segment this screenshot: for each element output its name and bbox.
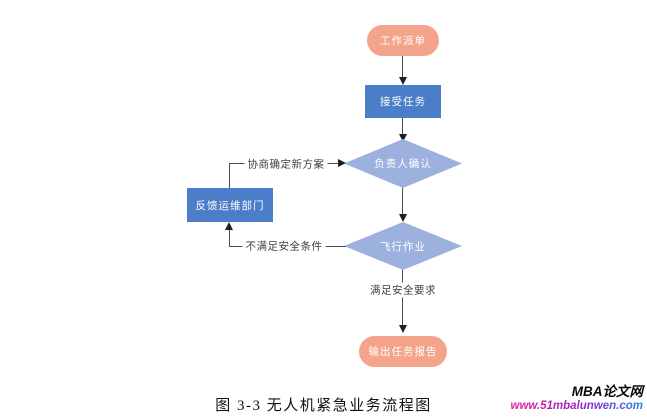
arrowhead-right-icon xyxy=(338,159,346,167)
node-work-dispatch: 工作派单 xyxy=(367,25,439,56)
connector-unsafe-vertical xyxy=(229,230,230,246)
connector-confirm-flight xyxy=(402,188,403,214)
arrowhead-down-icon xyxy=(399,77,407,85)
arrowhead-down-icon xyxy=(399,214,407,222)
connector-start-accept xyxy=(402,56,403,77)
decision-leader-confirm: 负责人确认 xyxy=(344,139,462,188)
watermark-url: www.51mbalunwen.com xyxy=(510,399,644,412)
edge-label-new-plan: 协商确定新方案 xyxy=(244,156,328,172)
arrowhead-up-icon xyxy=(225,222,233,230)
connector-feedback-up xyxy=(229,163,230,188)
node-accept-task-label: 接受任务 xyxy=(380,96,426,108)
watermark-brand: MBA论文网 xyxy=(571,384,643,399)
node-feedback-dept: 反馈运维部门 xyxy=(187,188,273,222)
connector-accept-confirm xyxy=(402,118,403,134)
edge-label-safe: 满足安全要求 xyxy=(367,282,439,298)
arrowhead-down-icon xyxy=(399,134,407,142)
node-work-dispatch-label: 工作派单 xyxy=(380,35,426,47)
node-output-report-label: 输出任务报告 xyxy=(368,346,438,358)
decision-leader-confirm-label: 负责人确认 xyxy=(374,158,432,170)
decision-flight-operation: 飞行作业 xyxy=(344,222,462,270)
figure-caption: 图 3-3 无人机紧急业务流程图 xyxy=(215,398,432,414)
connector-flight-report xyxy=(402,270,403,325)
node-accept-task: 接受任务 xyxy=(365,85,441,118)
decision-flight-operation-label: 飞行作业 xyxy=(380,240,426,253)
arrowhead-down-icon xyxy=(399,325,407,333)
node-output-report: 输出任务报告 xyxy=(359,336,447,367)
edge-label-unsafe: 不满足安全条件 xyxy=(242,238,326,254)
watermark: MBA论文网 www.51mbalunwen.com xyxy=(510,384,644,412)
node-feedback-dept-label: 反馈运维部门 xyxy=(195,199,265,212)
